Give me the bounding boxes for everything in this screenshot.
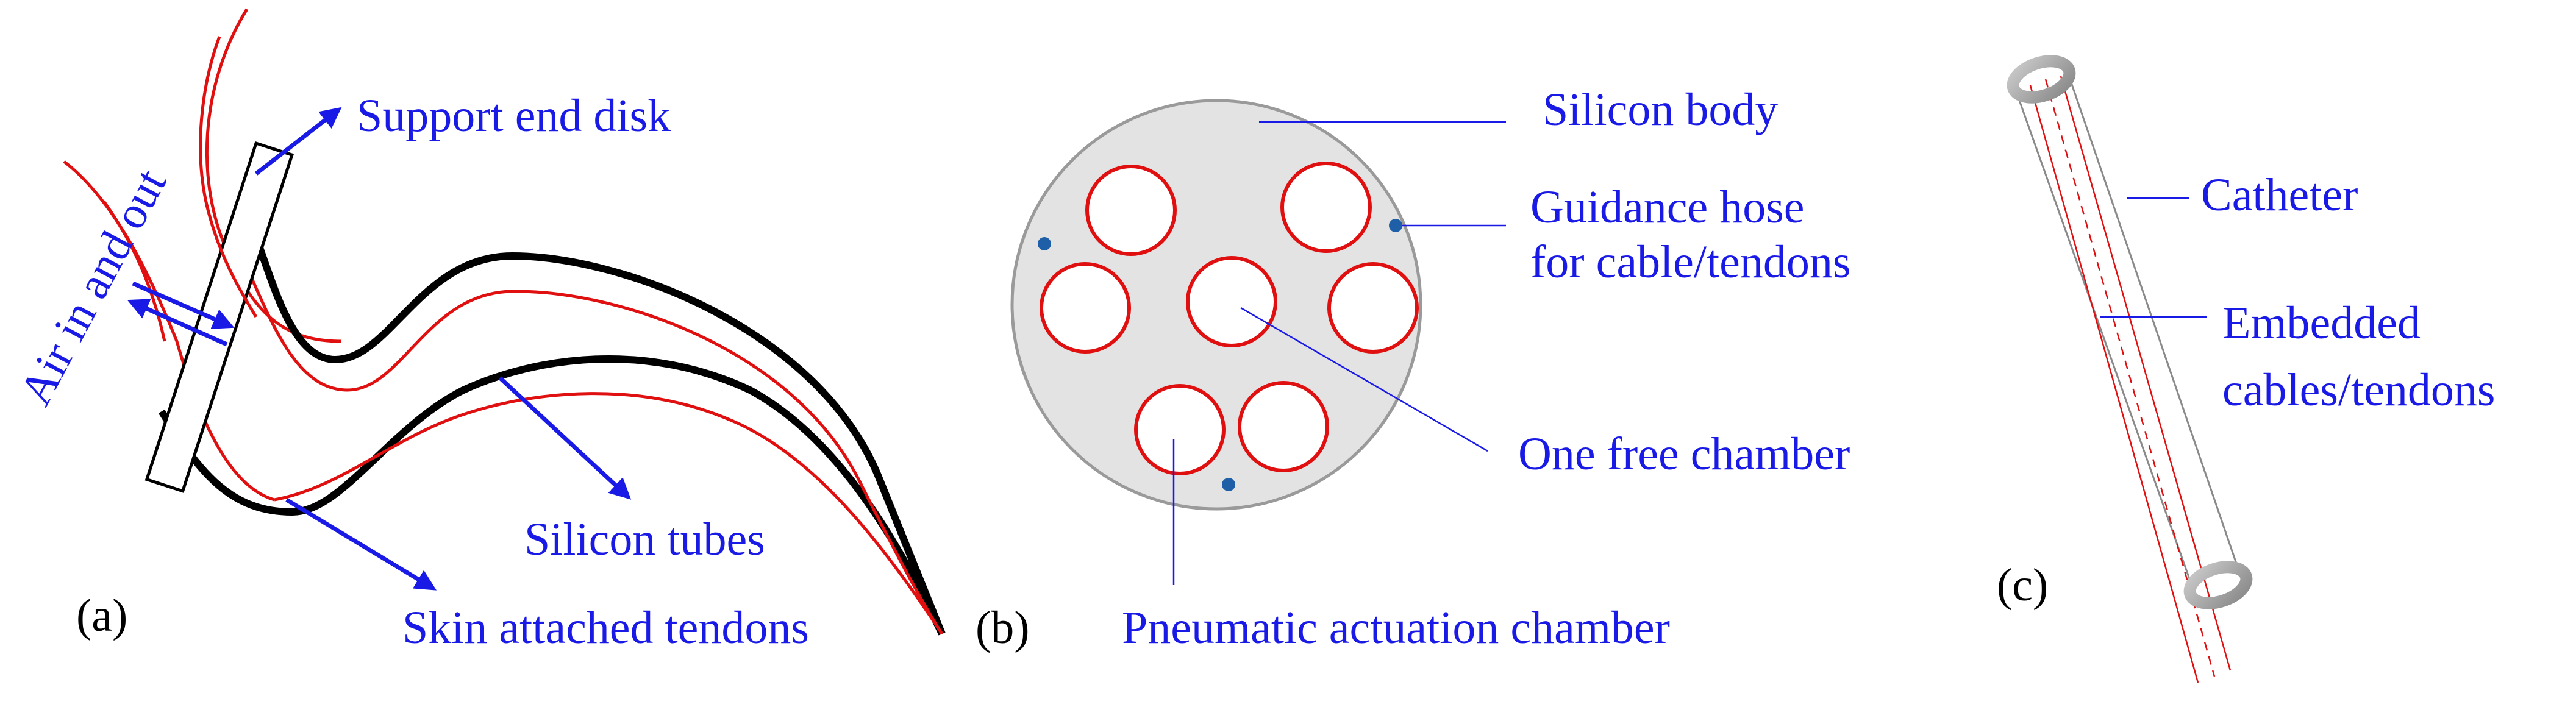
catheter-label: Catheter [2201, 169, 2358, 221]
embedded-label-1: Embedded [2222, 297, 2421, 349]
inner-tendon-1 [248, 273, 944, 635]
panel-c-tag: (c) [1997, 560, 2048, 611]
silicon-tube-bottom-wall [158, 355, 946, 636]
skin-tendons-arrow [285, 498, 437, 591]
embedded-cable [2029, 85, 2199, 683]
support-end-disk-label: Support end disk [357, 90, 671, 141]
guidance-hose-label-2: for cable/tendons [1530, 236, 1850, 288]
silicon-tube-top-wall [252, 236, 946, 636]
guidance-hose [1389, 219, 1402, 232]
air-arrow-2 [132, 281, 235, 329]
catheter-wall-right [2066, 69, 2242, 577]
silicon-body-label: Silicon body [1543, 84, 1778, 135]
skin-tendons-label: Skin attached tendons [402, 602, 809, 653]
air-in-out-label: Air in and out [10, 161, 176, 413]
guidance-hose [1222, 478, 1235, 491]
panel-b: Silicon body Guidance hose for cable/ten… [976, 84, 1850, 653]
tendon-over-disk-2 [102, 200, 166, 342]
panel-a: Support end disk Air in and out Silicon … [10, 8, 946, 653]
air-arrow-1 [127, 299, 228, 347]
guidance-hose-label-1: Guidance hose [1530, 182, 1805, 233]
catheter-top-ring [2007, 55, 2076, 104]
support-disk-arrow [254, 107, 342, 176]
pneumatic-chamber-label: Pneumatic actuation chamber [1122, 602, 1670, 653]
catheter-bottom-ring [2183, 561, 2253, 609]
panel-a-tag: (a) [76, 590, 127, 641]
pneumatic-chamber [1085, 165, 1177, 256]
embedded-cable [2060, 76, 2232, 671]
pneumatic-chamber [1134, 384, 1226, 475]
catheter-wall-left [2014, 88, 2196, 595]
panel-b-tag: (b) [976, 602, 1030, 653]
one-free-chamber-label: One free chamber [1518, 428, 1850, 480]
inner-tendon-2 [274, 392, 944, 635]
silicon-tubes-arrow [498, 376, 632, 500]
free-chamber-leader [1240, 307, 1488, 452]
embedded-label-2: cables/tendons [2222, 364, 2495, 416]
embedded-cable [2044, 79, 2216, 677]
pneumatic-chamber [1327, 262, 1419, 354]
free-chamber [1186, 256, 1277, 347]
panel-c: Catheter Embedded cables/tendons (c) [1997, 55, 2495, 683]
silicon-tubes-label: Silicon tubes [524, 514, 765, 565]
guidance-hose [1038, 237, 1051, 250]
pneumatic-chamber [1238, 381, 1329, 472]
pneumatic-chamber [1040, 262, 1131, 354]
tendon-over-disk-1 [199, 36, 258, 318]
pneumatic-chamber [1280, 162, 1372, 253]
